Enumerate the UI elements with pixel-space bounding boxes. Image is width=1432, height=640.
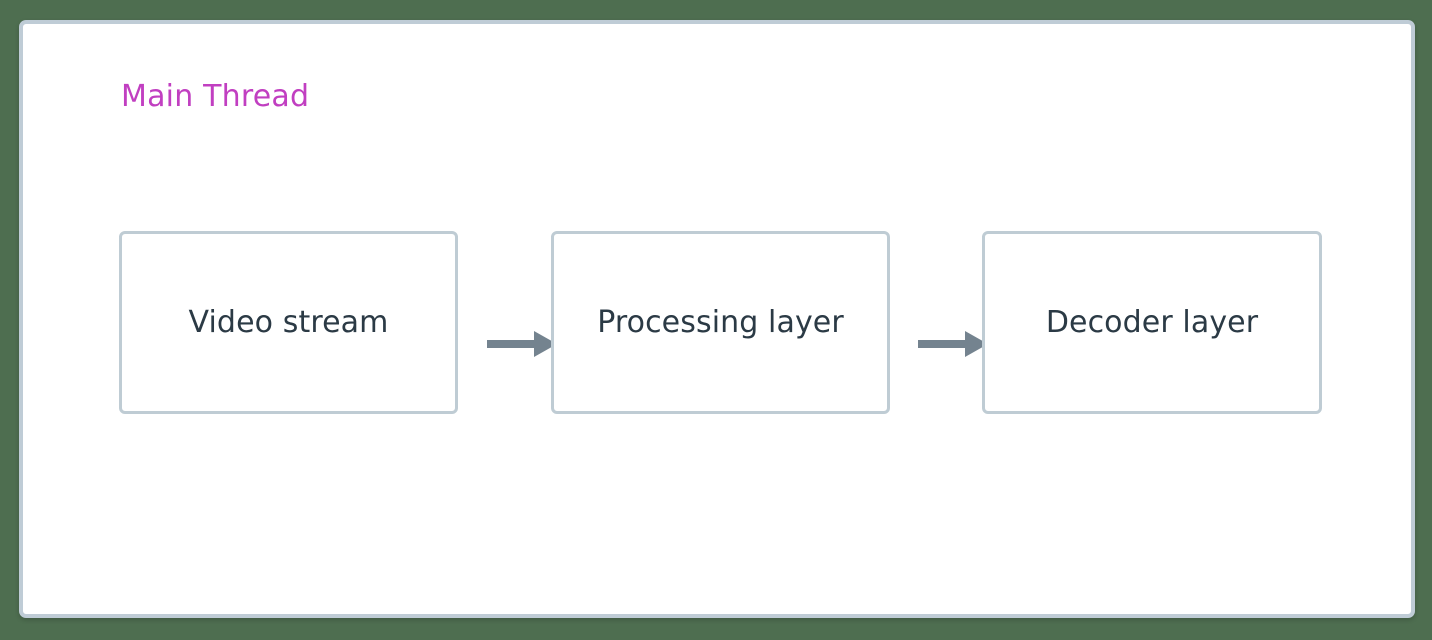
arrow-right-icon [487,331,557,357]
edge-arrow-video-stream-to-processing-layer [487,330,559,358]
node-label: Video stream [188,304,389,340]
node-processing-layer[interactable]: Processing layer [551,231,890,414]
diagram-frame: Main Thread Video stream Processing laye… [19,20,1415,618]
node-label: Decoder layer [1045,304,1259,340]
cluster-title-main-thread: Main Thread [121,79,310,114]
flow-row: Video stream Processing layer Decoder [119,231,1322,414]
node-label: Processing layer [597,304,844,340]
node-video-stream[interactable]: Video stream [119,231,458,414]
node-decoder-layer[interactable]: Decoder layer [982,231,1322,414]
arrow-right-icon [918,331,988,357]
edge-arrow-processing-layer-to-decoder-layer [918,330,990,358]
